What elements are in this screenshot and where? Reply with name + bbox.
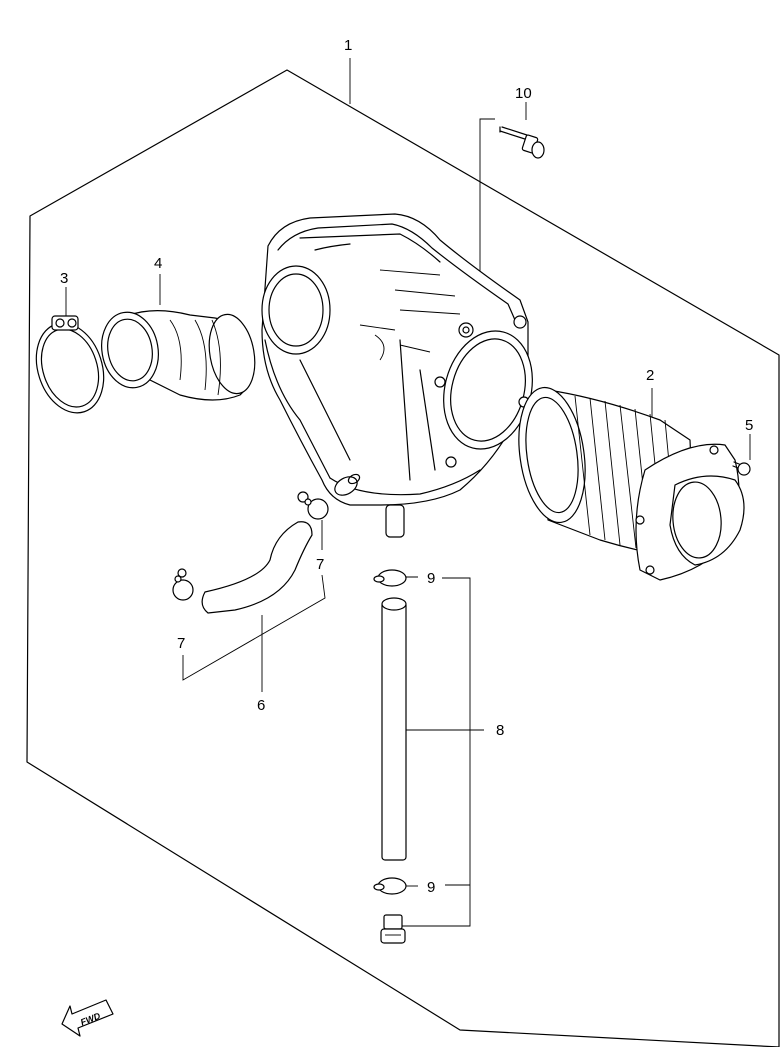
hose-part-6 — [201, 521, 313, 692]
callout-5: 5 — [745, 417, 753, 434]
air-cleaner-box — [261, 213, 533, 538]
callout-7-upper: 7 — [316, 556, 324, 573]
assembly-frame — [26, 69, 780, 1047]
clip-part-7-lower — [172, 568, 194, 601]
callout-7-lower: 7 — [177, 635, 185, 652]
clamp-part-3 — [35, 287, 105, 414]
callout-6: 6 — [257, 697, 265, 714]
callout-8: 8 — [496, 722, 504, 739]
callout-9-upper: 9 — [427, 570, 435, 587]
air-filter-element-part-2 — [518, 386, 745, 581]
callout-10: 10 — [515, 85, 532, 102]
callout-1: 1 — [344, 37, 352, 54]
fwd-direction-arrow: FWD — [61, 999, 114, 1037]
screw-part-5 — [732, 434, 751, 476]
callout-2: 2 — [646, 367, 654, 384]
intake-boot-part-4 — [101, 274, 256, 401]
callout-9-lower: 9 — [427, 879, 435, 896]
callout-3: 3 — [60, 270, 68, 287]
drain-assembly — [373, 569, 484, 944]
bolt-part-10 — [467, 102, 545, 336]
clip-part-7-upper — [182, 491, 329, 681]
callout-4: 4 — [154, 255, 162, 272]
